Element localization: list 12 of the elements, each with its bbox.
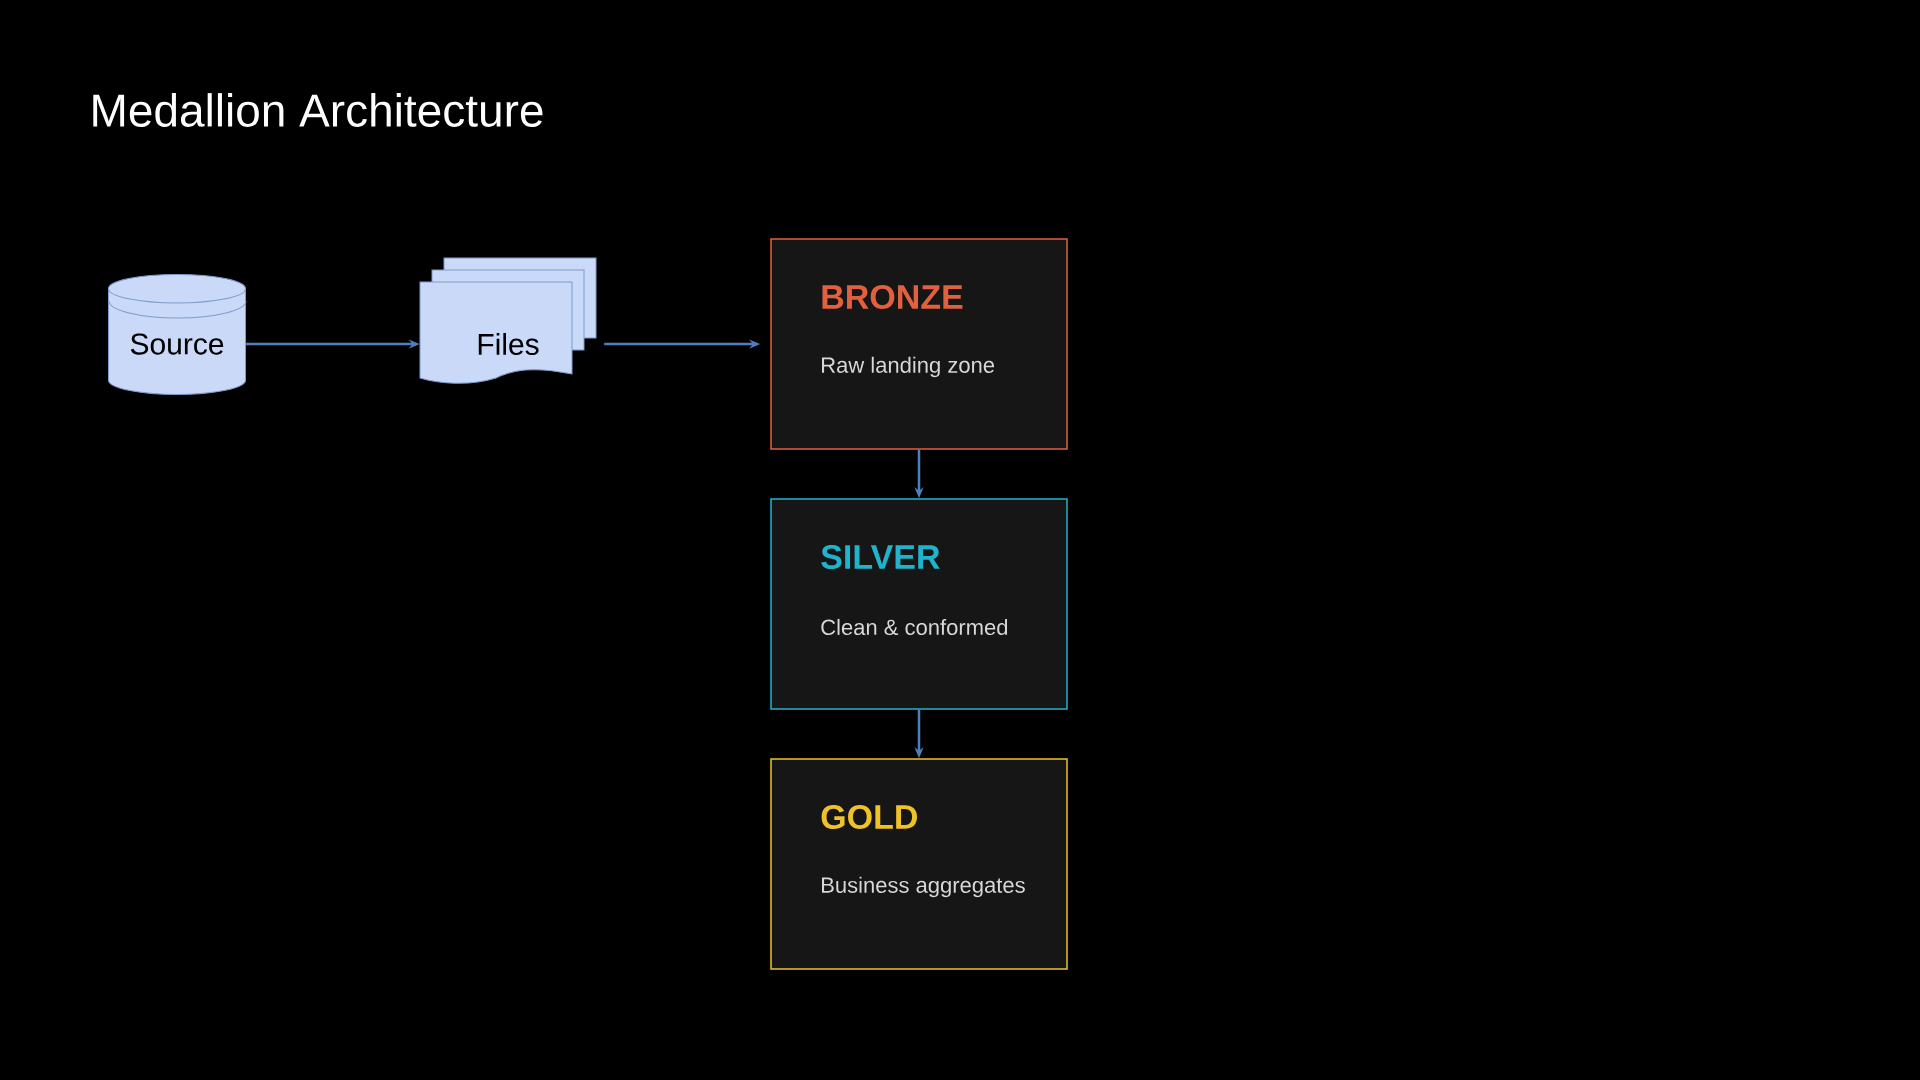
slide-title: Medallion Architecture <box>93 93 543 127</box>
layer-description: Raw landing zone <box>822 356 995 378</box>
document-stack: Files <box>419 257 597 384</box>
layer-description: Clean & conformed <box>821 618 1008 636</box>
database-cylinder: Source <box>108 273 247 395</box>
layer-box <box>770 238 1068 450</box>
layer-box <box>770 498 1068 710</box>
layer-box <box>770 758 1068 970</box>
layer-title: BRONZE <box>822 284 963 310</box>
layer-title: GOLD <box>821 804 917 830</box>
layer-title: SILVER <box>821 544 940 570</box>
layer-description: Business aggregates <box>822 876 1025 898</box>
